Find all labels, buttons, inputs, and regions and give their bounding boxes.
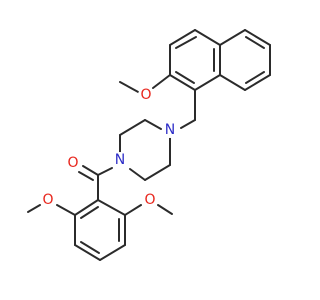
right-methoxy-oxygen-label: O [144,192,155,208]
bond [80,241,100,254]
bond [99,244,126,261]
bond [245,71,265,84]
left-methoxy-oxygen-label: O [42,192,53,208]
bond [180,119,196,129]
bond [56,204,76,216]
bond [144,164,171,181]
bond [97,199,126,216]
bond [82,165,99,176]
bond [245,36,265,49]
atom-labels: O N N O O O [40,87,178,208]
bond [175,71,195,84]
left-methoxy-group [27,204,76,216]
atom-label-background [138,87,154,103]
bond [80,206,99,219]
bond [27,204,41,213]
naphthyl-methoxy-group [119,74,171,94]
bond [194,74,221,91]
piperazine-ring [119,119,171,181]
bond [169,74,196,91]
bond [152,74,171,89]
right-methoxy-group [124,204,173,216]
methylene-linker [180,89,196,129]
bond [169,29,196,46]
bond [97,167,113,176]
bond [129,168,146,181]
piperazine-nitrogen-lower-label: N [115,152,125,168]
bond [78,171,94,181]
dimethoxyphenyl-ring [74,199,126,261]
bond [219,29,246,46]
bond [194,29,221,46]
bond [119,81,141,94]
bond [244,74,271,91]
carbonyl-oxygen-label: O [67,155,78,171]
bond [244,29,271,46]
bond [144,119,162,130]
naphthyl-methoxy-oxygen-label: O [140,87,151,103]
atom-label-background [40,192,56,208]
piperazine-nitrogen-upper-label: N [165,122,175,138]
bond [219,74,246,91]
atom-label-background [162,122,178,138]
chemical-structure-diagram: O N N O O O [27,29,271,261]
bond [175,36,197,49]
carbonyl-group [78,165,113,201]
naphthalene-ring-system [169,29,271,91]
atom-label-background [142,192,158,208]
bond [74,199,99,216]
bond [74,244,101,261]
bond [124,204,142,216]
bond [119,119,146,136]
atom-label-background [112,152,128,168]
atom-label-background [65,155,81,171]
bond [157,204,173,215]
